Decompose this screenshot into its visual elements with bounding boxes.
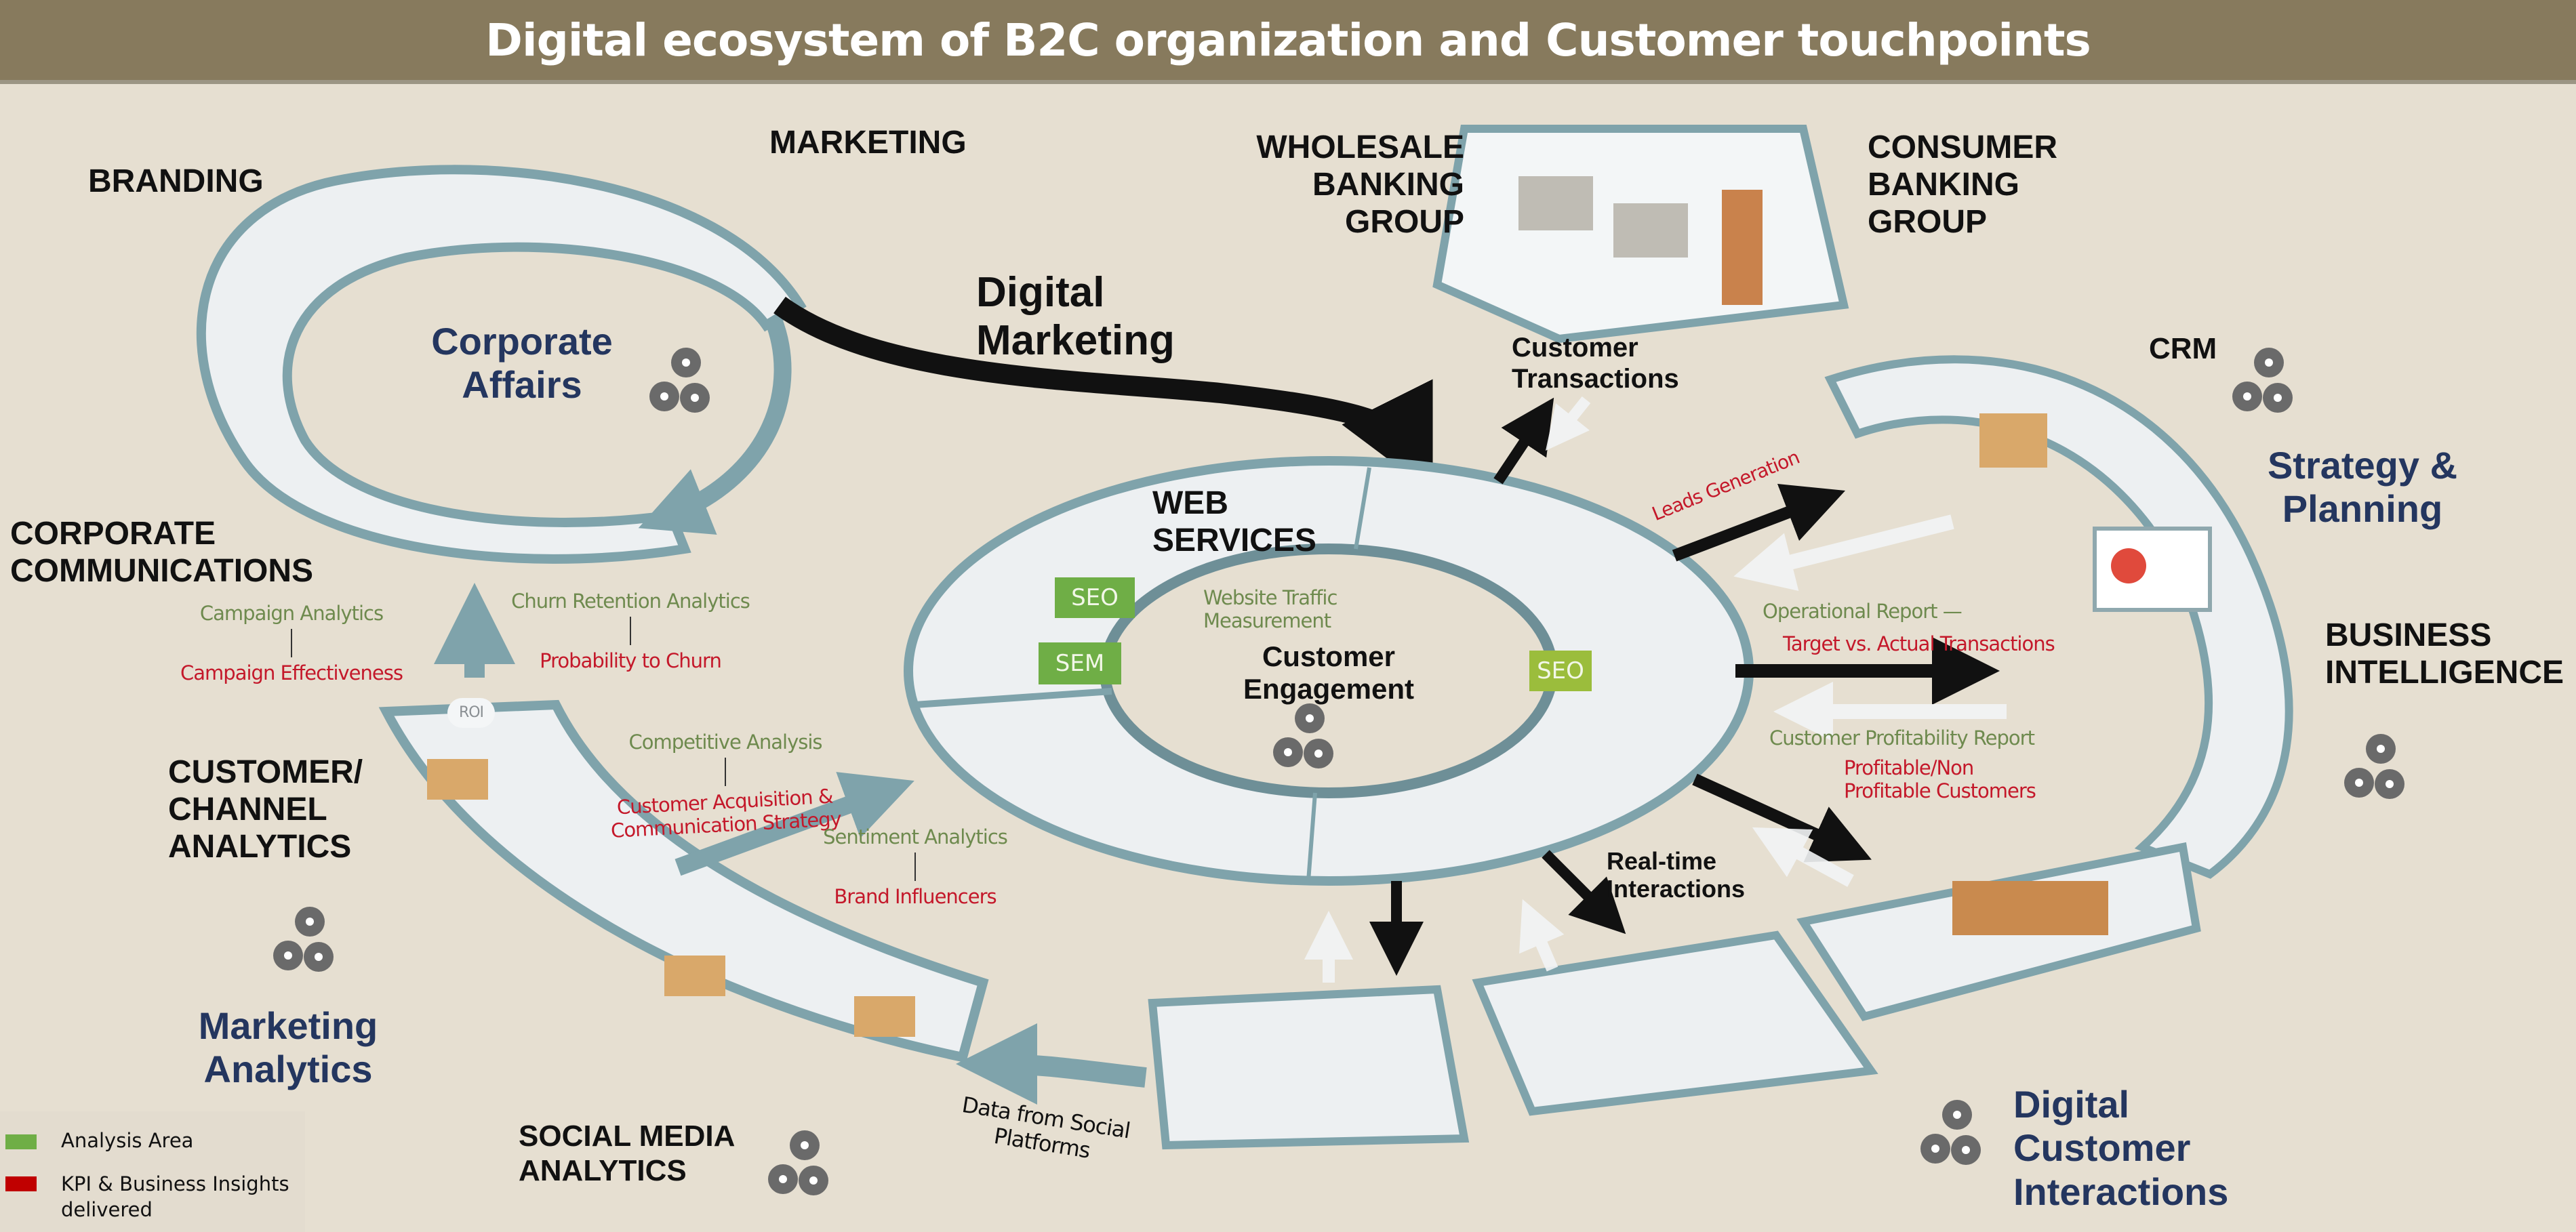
label-customer-transactions: Customer Transactions: [1512, 333, 1679, 394]
insight-operational: Operational Report — Target vs. Actual T…: [1763, 600, 2074, 655]
connector: [630, 617, 631, 645]
insight-profitability: Customer Profitability Report Profitable…: [1769, 726, 2061, 802]
heading-customer-engagement: Customer Engagement: [1243, 640, 1415, 705]
title-bar: Digital ecosystem of B2C organization an…: [0, 0, 2576, 84]
digital-marketing-arrow: [773, 296, 1433, 493]
customer-engagement-ring: [904, 456, 1754, 886]
insight-analysis: Sentiment Analytics: [823, 825, 1008, 848]
heading-corporate-affairs: Corporate Affairs: [431, 320, 613, 407]
insight-kpi: Campaign Effectiveness: [180, 661, 403, 684]
digital-interaction-platforms: [1148, 842, 2201, 1150]
insight-analysis: Operational Report —: [1763, 600, 1963, 623]
roi-bubble: ROI: [447, 698, 495, 728]
insight-kpi: Target vs. Actual Transactions: [1783, 632, 2055, 655]
inbound-flow-arrows: [1304, 396, 2007, 983]
insight-sentiment: Sentiment Analytics Brand Influencers: [813, 825, 1017, 908]
banking-branch-platform: [1432, 125, 1849, 344]
legend-swatch-red: [5, 1176, 37, 1191]
heading-digital-customer-interactions: Digital Customer Interactions: [2013, 1083, 2229, 1213]
connector: [914, 853, 916, 881]
gears-icon: [649, 348, 710, 413]
label-web-services: WEB SERVICES: [1152, 485, 1316, 559]
label-wholesale-banking: WHOLESALE BANKING GROUP: [1256, 129, 1464, 241]
label-business-intelligence: BUSINESS INTELLIGENCE: [2325, 617, 2564, 691]
label-real-time-interactions: Real-time Interactions: [1607, 847, 1746, 903]
insight-analysis: Campaign Analytics: [199, 602, 384, 625]
insight-analysis: Competitive Analysis: [628, 731, 822, 754]
insight-kpi: Profitable/Non Profitable Customers: [1844, 756, 2036, 802]
gears-icon: [2232, 348, 2293, 413]
heading-strategy-planning: Strategy & Planning: [2267, 444, 2458, 531]
analytics-flow-arrows: [434, 583, 1147, 1105]
gears-icon: [273, 907, 334, 972]
insight-kpi: Customer Acquisition & Communication Str…: [610, 784, 842, 842]
page-title: Digital ecosystem of B2C organization an…: [485, 14, 2091, 66]
insight-kpi: Probability to Churn: [540, 649, 722, 672]
insight-kpi: Brand Influencers: [834, 885, 997, 908]
seo-chip: SEO: [1055, 577, 1135, 618]
label-consumer-banking: CONSUMER BANKING GROUP: [1868, 129, 2058, 241]
gears-icon: [1920, 1100, 1981, 1165]
heading-digital-marketing: Digital Marketing: [976, 269, 1175, 365]
sem-chip: SEM: [1039, 642, 1121, 684]
legend-label: KPI & Business Insights delivered: [61, 1172, 289, 1221]
insight-churn: Churn Retention Analytics Probability to…: [502, 590, 759, 672]
legend-swatch-green: [5, 1134, 37, 1149]
legend: Analysis Area KPI & Business Insights de…: [0, 1111, 305, 1232]
connector: [725, 758, 726, 786]
strategy-planning-arc: [1824, 355, 2293, 879]
insight-analysis: Customer Profitability Report: [1769, 726, 2035, 750]
label-branding: BRANDING: [88, 163, 264, 199]
gears-icon: [2344, 734, 2404, 799]
label-customer-channel-analytics: CUSTOMER/ CHANNEL ANALYTICS: [168, 754, 363, 865]
legend-label: Analysis Area: [61, 1129, 194, 1152]
analysis-website-traffic: Website Traffic Measurement: [1203, 586, 1337, 632]
label-marketing: MARKETING: [769, 125, 967, 161]
gears-icon: [1273, 703, 1333, 768]
insight-competitive: Competitive Analysis Customer Acquisitio…: [603, 731, 847, 842]
legend-item-analysis: Analysis Area: [5, 1129, 193, 1152]
label-crm: CRM: [2149, 332, 2217, 365]
seo-chip-right: SEO: [1529, 651, 1592, 691]
heading-marketing-analytics: Marketing Analytics: [198, 1004, 378, 1091]
label-corporate-communications: CORPORATE COMMUNICATIONS: [10, 516, 314, 590]
connector: [291, 629, 292, 657]
corporate-affairs-ring: [197, 165, 807, 564]
gears-icon: [768, 1130, 828, 1195]
insight-analysis: Churn Retention Analytics: [511, 590, 750, 613]
label-social-media-analytics: SOCIAL MEDIA ANALYTICS: [519, 1120, 734, 1187]
legend-item-kpi: KPI & Business Insights delivered: [5, 1171, 290, 1223]
insight-campaign: Campaign Analytics Campaign Effectivenes…: [163, 602, 420, 684]
outbound-flow-arrows: [1369, 397, 2000, 976]
